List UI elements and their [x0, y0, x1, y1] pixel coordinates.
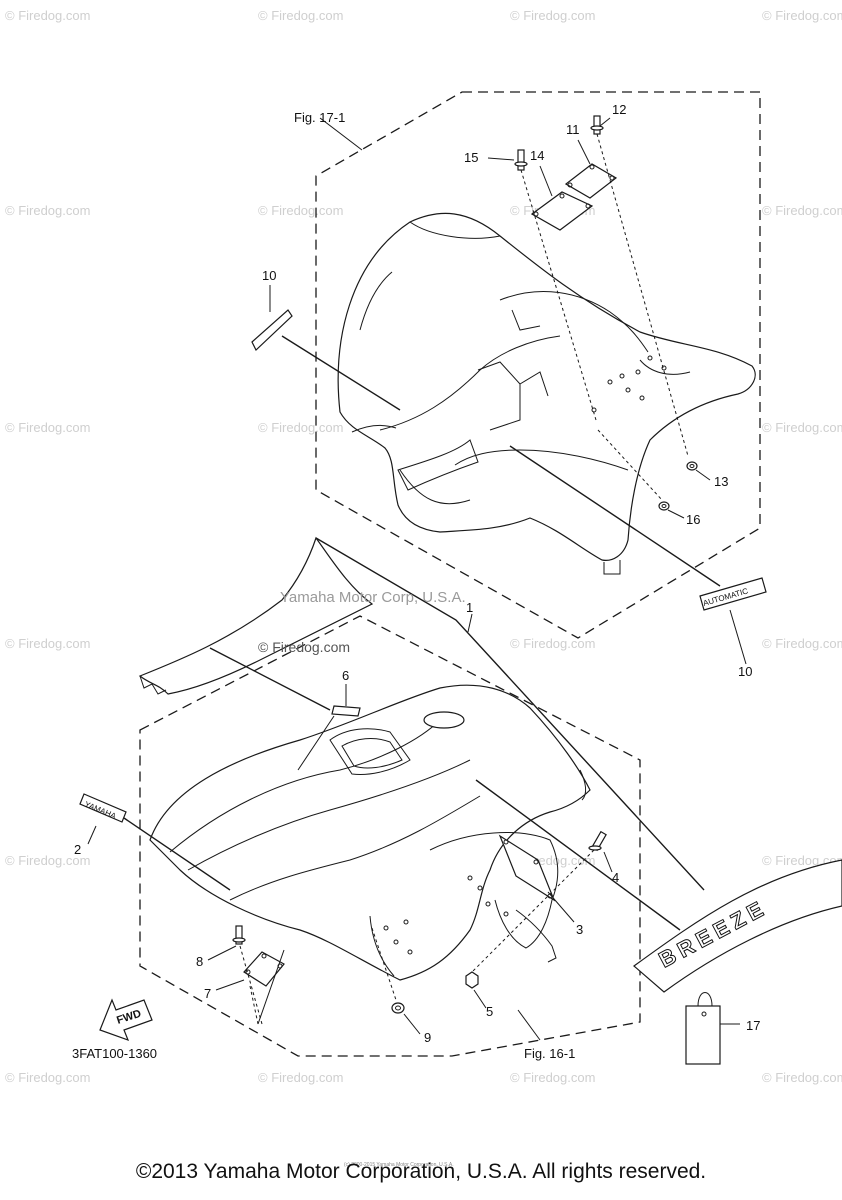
watermark: © Firedog.com [5, 420, 90, 435]
watermark: © Firedog.com [5, 1070, 90, 1085]
assembly-line [469, 849, 595, 975]
part-nut-5 [465, 971, 479, 989]
callout-16: 16 [686, 512, 700, 527]
watermark: © Firedog.com [5, 8, 90, 23]
watermark: © Firedog.com [510, 636, 595, 651]
watermark: © Firedog.com [762, 420, 842, 435]
callout-5: 5 [486, 1004, 493, 1019]
callout-12: 12 [612, 102, 626, 117]
fig-ref-top: Fig. 17-1 [294, 110, 345, 125]
callout-leaders [467, 117, 711, 633]
decal-10-strip [251, 309, 293, 351]
leader-2-to-fender [123, 817, 231, 891]
fwd-arrow-icon: FWD [99, 998, 153, 1042]
decal-breeze: BREEZE [633, 859, 842, 993]
part-pin-4 [588, 830, 607, 852]
watermark-tiny-corp: (c) 2000-2015 Yamaha Motor Corporation, … [344, 1162, 454, 1168]
watermark: © Firedog.com [762, 1070, 842, 1085]
callout-3: 3 [576, 922, 583, 937]
part-pin-12 [590, 115, 604, 135]
fender-flap [138, 536, 374, 695]
part-code: 3FAT100-1360 [72, 1046, 157, 1061]
callout-13: 13 [714, 474, 728, 489]
watermark: © Firedog.com [5, 636, 90, 651]
decal-6 [331, 705, 361, 717]
part-plate-3 [498, 834, 556, 902]
fig-17-1-boundary [315, 91, 761, 639]
watermark: © Firedog.com [258, 8, 343, 23]
part-washer-13 [686, 461, 698, 471]
rear-fender-top [337, 212, 756, 575]
leader-10-to-fender [281, 335, 401, 411]
watermark: © Firedog.com [258, 203, 343, 218]
watermark-yamaha-corp: Yamaha Motor Corp, U.S.A. [280, 589, 466, 606]
leader-6 [209, 647, 331, 711]
part-plate-11 [564, 163, 618, 199]
watermark: © Firedog.com [510, 8, 595, 23]
callout-11: 11 [566, 122, 580, 137]
part-washer-16 [658, 501, 670, 511]
callout-14: 14 [530, 148, 544, 163]
leader-9 [403, 1013, 421, 1035]
callout-9: 9 [424, 1030, 431, 1045]
part-plate-14 [530, 191, 594, 231]
callout-10-top: 10 [262, 268, 276, 283]
callout-numbers: 1 2 3 4 5 6 7 8 9 10 10 11 12 13 14 15 1… [74, 102, 760, 1045]
fig-ref-bottom: Fig. 16-1 [524, 1046, 575, 1061]
watermark: © Firedog.com [762, 8, 842, 23]
leader-8 [207, 945, 237, 961]
watermark: © Firedog.com [258, 420, 343, 435]
leader-automatic [509, 445, 721, 587]
callout-4: 4 [612, 870, 619, 885]
fig-17-1-leader [319, 117, 363, 151]
decal-automatic: AUTOMATIC [699, 577, 767, 611]
callout-17: 17 [746, 1018, 760, 1033]
leader-4 [603, 851, 613, 873]
flap-edge [139, 675, 167, 695]
callout-7: 7 [204, 986, 211, 1001]
part-plate-7 [243, 951, 285, 987]
callout-8: 8 [196, 954, 203, 969]
assembly-line [257, 949, 285, 1025]
leader-breeze [475, 779, 681, 931]
assembly-line [239, 945, 263, 1025]
decal-yamaha: YAMAHA [79, 793, 127, 823]
watermark: © Firedog.com [5, 853, 90, 868]
watermark: © Firedog.com [258, 1070, 343, 1085]
callout-6: 6 [342, 668, 349, 683]
fig-16-1-boundary [139, 615, 641, 1057]
leader-2 [87, 825, 97, 845]
leader-6-to-fender [297, 715, 335, 771]
leader-7 [215, 979, 245, 991]
watermark: © Firedog.com [762, 203, 842, 218]
callout-2: 2 [74, 842, 81, 857]
part-pin-8 [232, 925, 246, 945]
assembly-line [249, 985, 259, 1025]
assembly-line [371, 927, 397, 1001]
leader-10-bottom [729, 609, 747, 665]
watermark: © Firedog.com [510, 1070, 595, 1085]
assembly-line [597, 429, 663, 501]
leader-5 [473, 989, 487, 1009]
part-pin-15 [514, 149, 528, 171]
part-tag-17 [685, 992, 721, 1065]
copyright-notice: ©2013 Yamaha Motor Corporation, U.S.A. A… [135, 1160, 707, 1183]
part-washer-9 [391, 1002, 405, 1014]
leader-1 [315, 537, 705, 891]
callout-1: 1 [466, 600, 473, 615]
callout-10-bottom: 10 [738, 664, 752, 679]
fig-16-1-leader [517, 1009, 541, 1041]
watermark: © Firedog.com [5, 203, 90, 218]
watermark: © Firedog.com [762, 636, 842, 651]
assembly-line [596, 133, 689, 457]
watermark-firedog-center: © Firedog.com [258, 639, 350, 655]
front-fender-bottom [149, 684, 591, 981]
callout-15: 15 [464, 150, 478, 165]
leader-3 [547, 891, 575, 923]
assembly-line [520, 169, 597, 421]
